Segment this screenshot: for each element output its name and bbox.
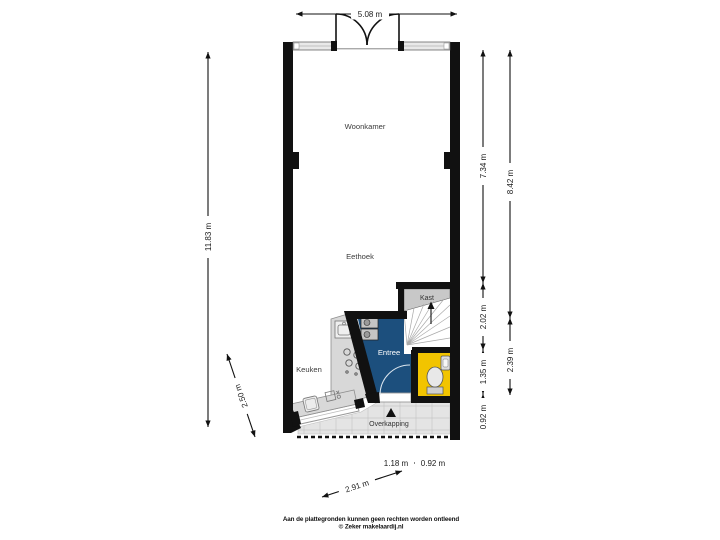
- room-label-woonkamer: Woonkamer: [345, 122, 386, 131]
- walls: [283, 42, 460, 440]
- room-label-kast: Kast: [420, 295, 434, 302]
- dim-label-right-outer-2: 2.39 m: [504, 341, 516, 379]
- door-opening: [337, 41, 399, 51]
- window-end-left: [293, 42, 300, 50]
- glass-door-post-left: [290, 411, 301, 427]
- dimension-labels: 5.08 m 11.83 m 7.34 m 2.02 m 1.35 m 0.92…: [202, 8, 516, 497]
- wall-entree-door-corner: [365, 392, 380, 403]
- svg-text:2.39 m: 2.39 m: [506, 347, 515, 372]
- svg-text:1.18 m: 1.18 m: [384, 459, 409, 468]
- wall-kast-top: [396, 282, 460, 289]
- wall-right: [450, 42, 460, 440]
- svg-text:2.02 m: 2.02 m: [479, 304, 488, 329]
- svg-text:0.92 m: 0.92 m: [421, 459, 446, 468]
- wall-pier-right: [444, 152, 450, 169]
- stairs-up-arrow-head: [427, 301, 435, 309]
- svg-text:2.91 m: 2.91 m: [344, 478, 370, 494]
- wall-stairs-left: [398, 282, 404, 315]
- hand-basin-icon: [440, 355, 451, 371]
- wall-entree-toilet: [411, 350, 418, 398]
- footer-disclaimer: Aan de plattegronden kunnen geen rechten…: [283, 516, 460, 523]
- front-door: [376, 392, 412, 403]
- room-label-keuken: Keuken: [296, 365, 322, 374]
- dim-label-diag-entrance: 2.91 m: [337, 475, 377, 497]
- dim-label-bottom-1: 1.18 m: [378, 457, 414, 469]
- svg-text:8.42 m: 8.42 m: [506, 169, 515, 194]
- washer-icon: [302, 395, 320, 413]
- basin-icon: [324, 390, 341, 402]
- wall-entree-diagonal: [344, 311, 377, 398]
- toilet-icon: [426, 366, 444, 395]
- svg-text:0.92 m: 0.92 m: [479, 404, 488, 429]
- dim-label-top: 5.08 m: [351, 8, 389, 20]
- stair-treads: [403, 298, 451, 346]
- footer-credit: © Zeker makelaardij.nl: [339, 523, 404, 531]
- wall-entree-top: [350, 311, 407, 319]
- door-post-right: [398, 41, 404, 51]
- svg-text:7.34 m: 7.34 m: [479, 153, 488, 178]
- dim-label-right-inner-1: 7.34 m: [477, 147, 489, 185]
- svg-text:5.08 m: 5.08 m: [358, 10, 383, 19]
- svg-text:1.35 m: 1.35 m: [479, 359, 488, 384]
- toilet-room: [418, 352, 451, 396]
- room-label-entree: Entree: [378, 348, 400, 357]
- dim-label-right-outer-1: 8.42 m: [504, 163, 516, 201]
- room-label-eethoek: Eethoek: [346, 252, 374, 261]
- wall-pier-left: [293, 152, 299, 169]
- overkapping-area: Overkapping: [297, 401, 452, 439]
- svg-text:11.83 m: 11.83 m: [204, 223, 213, 252]
- wall-left: [283, 42, 293, 418]
- door-post-left: [331, 41, 337, 51]
- wall-toilet-bottom: [411, 396, 460, 403]
- dim-label-bottom-2: 0.92 m: [415, 457, 451, 469]
- entrance-arrow-icon: [386, 408, 396, 417]
- wall-stairs-toilet: [412, 347, 460, 353]
- dim-label-right-inner-3: 1.35 m: [477, 353, 489, 391]
- dim-label-right-inner-2: 2.02 m: [477, 298, 489, 336]
- stove-icon: [343, 348, 363, 376]
- window-end-right: [443, 42, 450, 50]
- dim-label-left: 11.83 m: [202, 216, 214, 258]
- top-facade: [292, 13, 451, 51]
- dim-label-right-inner-4: 0.92 m: [477, 398, 489, 436]
- glass-door-post-right: [354, 398, 365, 409]
- dim-label-diag-kitchen: 2.50 m: [229, 376, 253, 416]
- front-door-swing: [379, 364, 411, 396]
- room-label-overkapping: Overkapping: [369, 421, 409, 428]
- glass-line: [295, 406, 358, 422]
